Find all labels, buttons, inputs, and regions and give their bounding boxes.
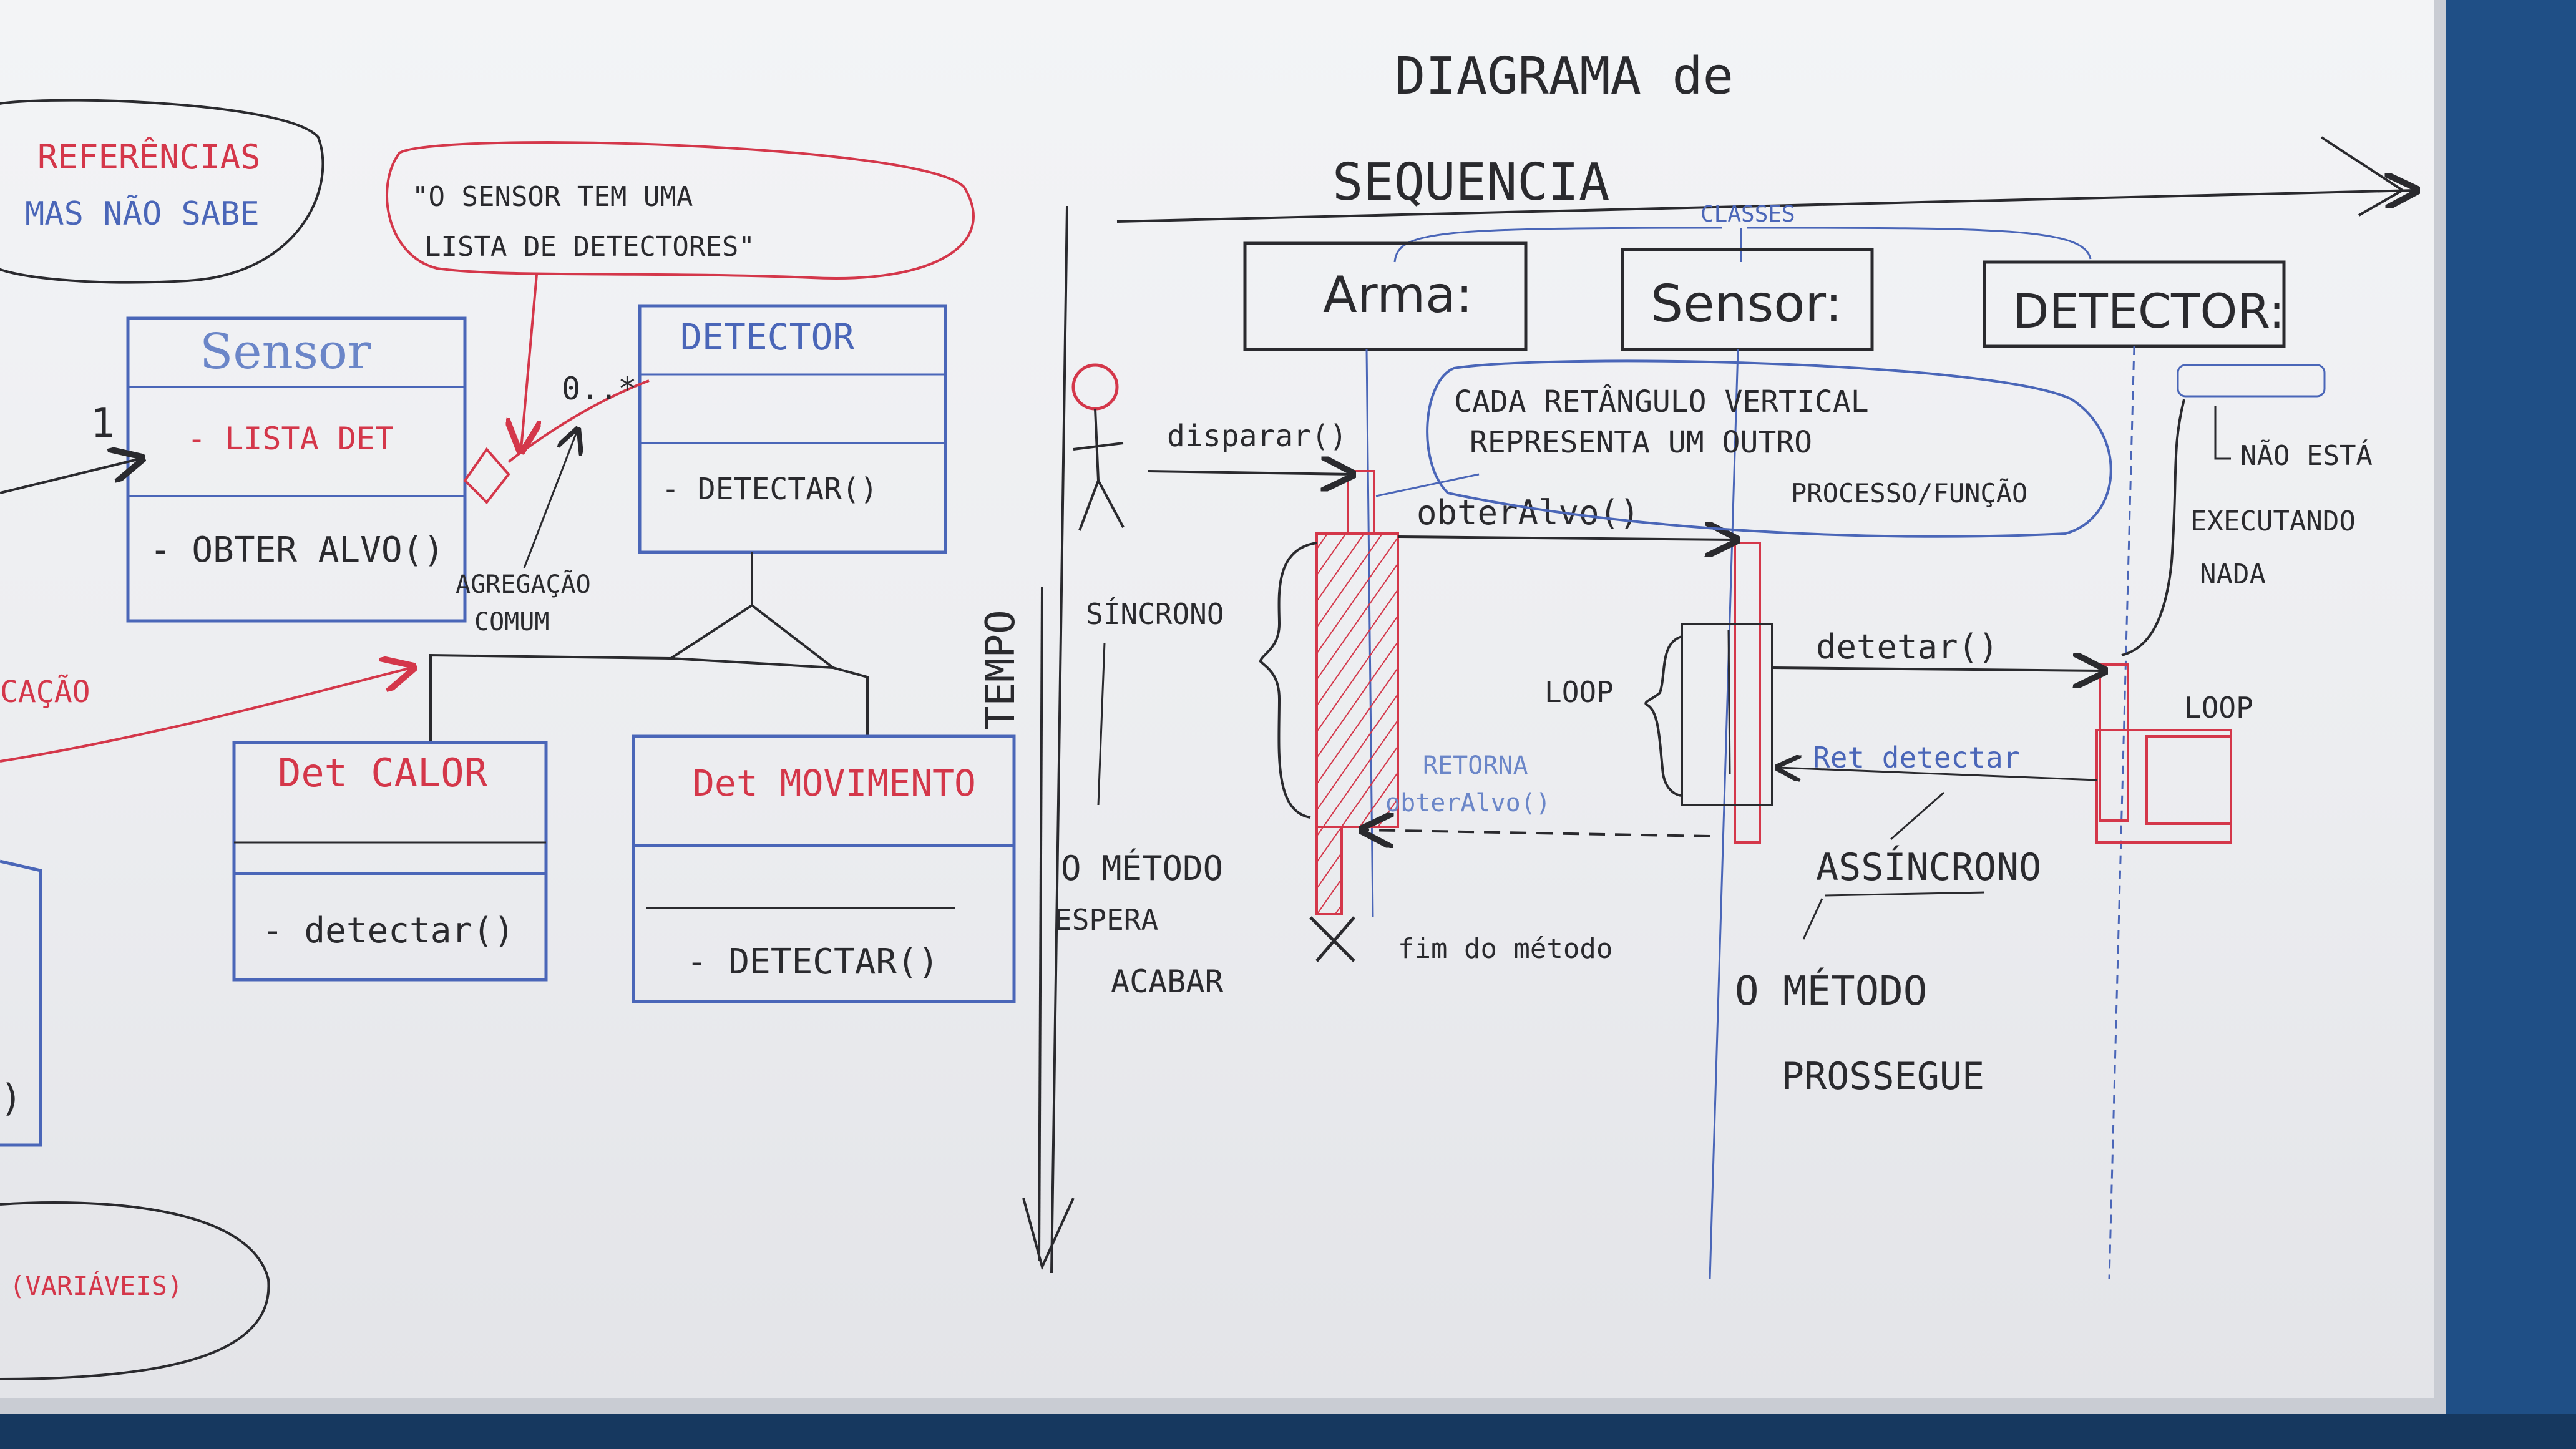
marker-tray (0, 1414, 2576, 1449)
divider-line (1050, 205, 1068, 1274)
note-assincrono: ASSÍNCRONO (1816, 844, 2041, 889)
class-sensor-attribute: - LISTA DET (187, 421, 394, 457)
class-det-calor: Det CALOR - detectar() (232, 741, 548, 982)
message-detetar-arrow (1772, 668, 2103, 671)
time-axis (1038, 586, 1043, 1261)
note-references-line1: REFERÊNCIAS (37, 137, 261, 177)
classes-bracket (1393, 227, 2092, 263)
title-line1: DIAGRAMA de (1395, 47, 1734, 106)
note-sensor-list-line1: "O SENSOR TEM UMA (412, 181, 693, 213)
association-arrow-sensor (0, 459, 140, 494)
loop-label-detector: LOOP (2184, 691, 2253, 724)
message-obter-alvo: obterAlvo() (1417, 493, 1640, 532)
note-bubble-variables (0, 1201, 270, 1380)
activation-sensor (1734, 542, 1761, 844)
class-det-calor-method: - detectar() (262, 910, 515, 951)
class-detector: DETECTOR - DETECTAR() (638, 304, 947, 554)
message-disparar: disparar() (1167, 419, 1347, 454)
sync-brace (1259, 542, 1317, 819)
class-detector-method: - DETECTAR() (661, 472, 878, 507)
note-metodo-prossegue-line2: PROSSEGUE (1782, 1055, 1984, 1098)
message-retorna: RETORNA (1423, 751, 1528, 780)
message-disparar-arrow (1148, 471, 1351, 474)
note-fim-do-metodo: fim do método (1398, 933, 1612, 965)
partial-class-box (0, 859, 42, 1147)
lifeline-detector: DETECTOR: (1983, 260, 2286, 1280)
time-axis-label: TEMPO (978, 610, 1024, 730)
note-bubble-sensor-list (386, 141, 975, 280)
activation-detector (2099, 663, 2129, 822)
message-ret-detectar-arrow (1778, 768, 2097, 780)
note-rectangles-line2: REPRESENTA UM OUTRO (1470, 425, 1812, 460)
aggregation-label-line2: COMUM (474, 608, 549, 637)
note-idle-line3: NADA (2200, 559, 2266, 590)
lifeline-detector-label: DETECTOR: (2012, 283, 2285, 339)
note-metodo-espera-line2: ESPERA (1055, 903, 1158, 937)
svg-text:): ) (0, 1076, 22, 1120)
class-det-calor-name: Det CALOR (278, 750, 488, 796)
lifeline-sensor: Sensor: (1621, 248, 1874, 1280)
message-ret-detectar: Ret detectar (1813, 741, 2020, 774)
class-sensor: Sensor - LISTA DET - OBTER ALVO() (126, 316, 467, 623)
message-return-arrow (1364, 830, 1710, 836)
activation-arma-tail (1315, 826, 1343, 915)
message-obter-alvo-arrow (1397, 537, 1735, 540)
loop-box-sensor (1681, 623, 1773, 806)
aggregation-line (507, 379, 650, 463)
board-frame-bottom (0, 1398, 2446, 1414)
activation-arma-top (1347, 470, 1375, 535)
classes-label: CLASSES (1700, 202, 1795, 227)
destroy-x (1309, 916, 1355, 962)
multiplicity-many: 0..* (562, 371, 637, 407)
note-rectangles-line1: CADA RETÂNGULO VERTICAL (1454, 384, 1869, 419)
note-idle-line2: EXECUTANDO (2190, 505, 2356, 537)
note-rectangles-line3: PROCESSO/FUNÇÃO (1791, 477, 2027, 509)
multiplicity-one: 1 (90, 401, 115, 447)
class-sensor-name: Sensor (200, 324, 371, 380)
class-det-movimento: Det MOVIMENTO - DETECTAR() (632, 734, 1016, 1003)
class-diagram: REFERÊNCIAS MAS NÃO SABE "O SENSOR TEM U… (0, 99, 1016, 1380)
note-bubble-rectangles (1426, 359, 2112, 538)
lifeline-sensor-label: Sensor: (1651, 275, 1842, 334)
sequence-diagram: DIAGRAMA de SEQUENCIA CLASSES Arma: Sens… (978, 47, 2415, 1280)
note-pointer-arrow (521, 274, 537, 449)
aggregation-label-arrow (523, 431, 577, 568)
class-det-movimento-name: Det MOVIMENTO (693, 762, 976, 804)
note-references-line2: MAS NÃO SABE (25, 195, 260, 233)
aggregation-label-line1: AGREGAÇÃO (456, 569, 591, 599)
inheritance-triangle (666, 603, 837, 670)
board-frame-right (2434, 0, 2446, 1449)
red-edge-arrow (0, 668, 412, 763)
note-metodo-espera-line1: O MÉTODO (1061, 849, 1223, 888)
note-sincrono: SÍNCRONO (1086, 597, 1224, 631)
note-metodo-espera-line3: ACABAR (1111, 964, 1224, 1000)
note-metodo-prossegue-line1: O MÉTODO (1735, 967, 1927, 1015)
edge-fragment-text: CAÇÃO (0, 675, 90, 710)
message-obter-alvo-return: obterAlvo() (1385, 789, 1551, 817)
lifeline-arma-label: Arma: (1323, 266, 1473, 324)
note-sensor-list-line2: LISTA DE DETECTORES" (424, 231, 755, 263)
title-line2: SEQUENCIA (1332, 153, 1609, 212)
loop-label-sensor: LOOP (1544, 675, 1614, 709)
note-bubble-references (0, 99, 324, 284)
note-idle-line1: NÃO ESTÁ (2240, 439, 2373, 472)
aggregation-diamond (463, 447, 510, 505)
variables-note: (VARIÁVEIS) (9, 1270, 183, 1301)
note-idle-bracket (2121, 399, 2185, 656)
class-sensor-method: - OBTER ALVO() (150, 530, 444, 570)
inheritance-branch-calor (429, 653, 671, 743)
actor-figure (1071, 363, 1125, 531)
activation-arma (1315, 532, 1399, 828)
class-detector-name: DETECTOR (680, 316, 854, 358)
inheritance-branch-movimento (832, 666, 869, 736)
top-arrow (1116, 190, 2415, 223)
message-detetar: detetar() (1816, 627, 1999, 666)
loop-box-detector (2095, 729, 2232, 844)
class-det-movimento-method: - DETECTAR() (686, 942, 939, 982)
